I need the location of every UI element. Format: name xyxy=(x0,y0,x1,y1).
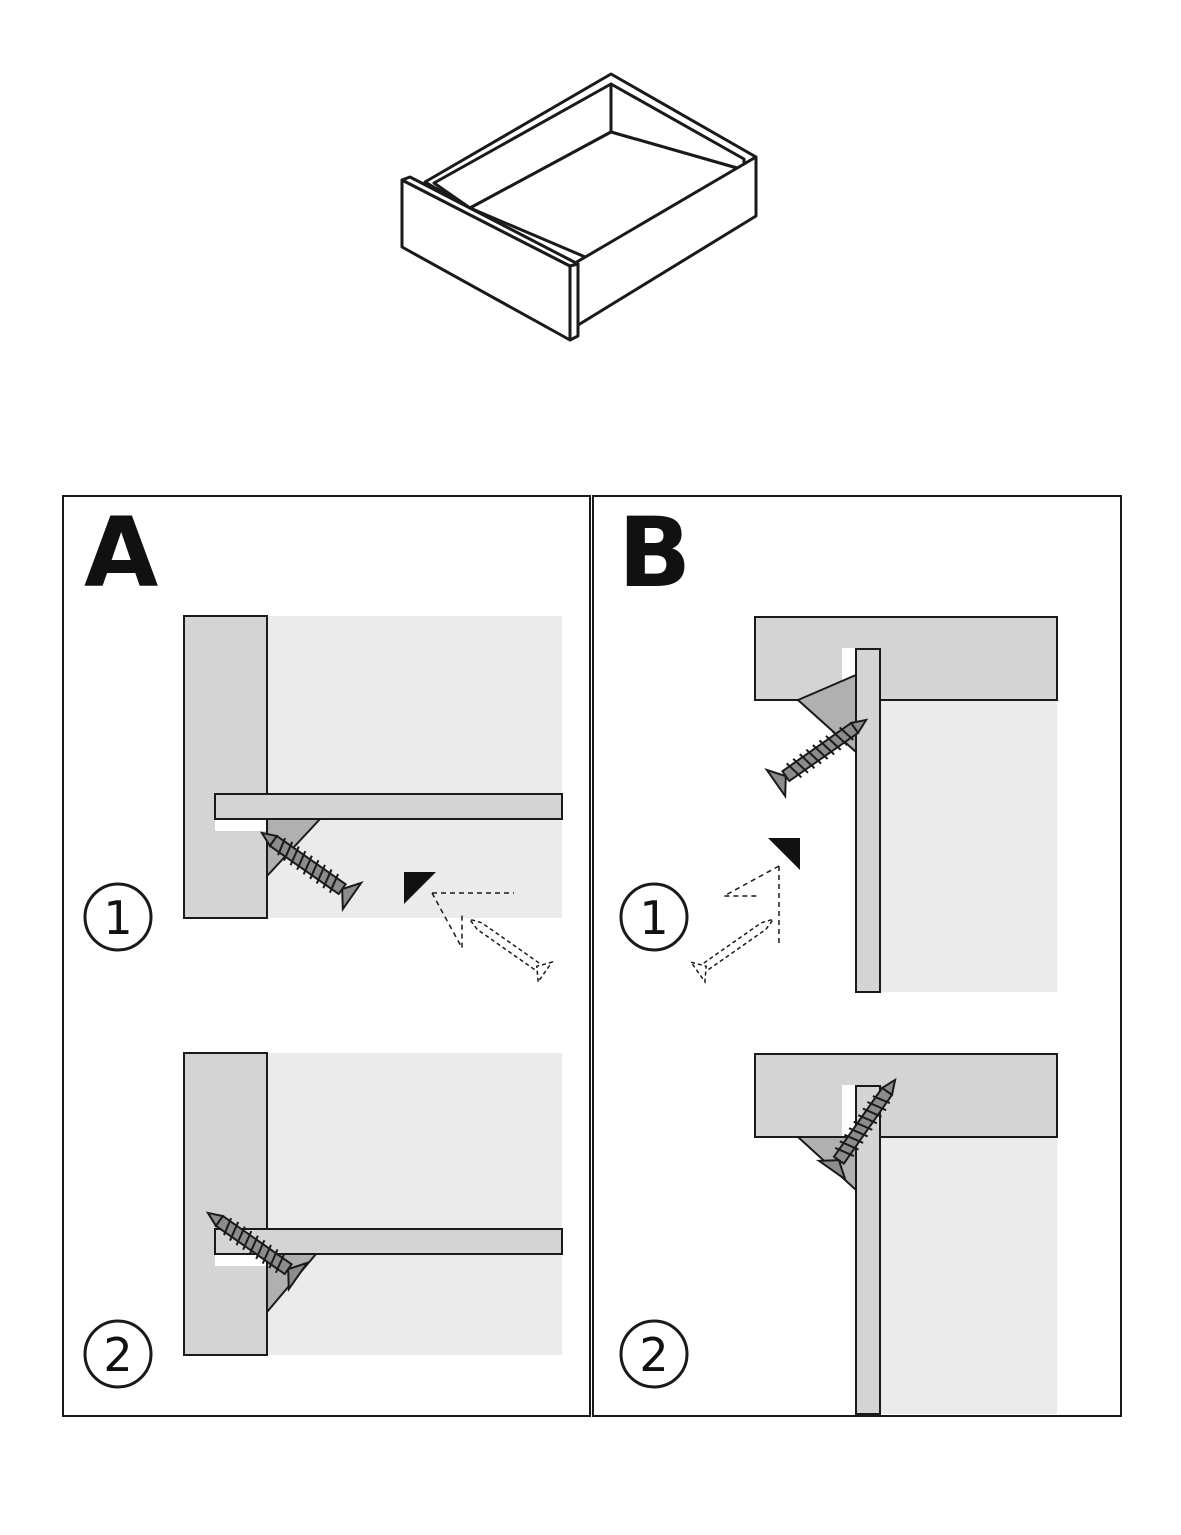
ghost-bracket xyxy=(431,892,514,949)
panel-a-step-2: 2 xyxy=(83,1052,563,1389)
step-number: 1 xyxy=(103,891,132,945)
panel-b-step-1: 1 xyxy=(619,616,1058,993)
side-board xyxy=(267,1053,562,1355)
step-circle xyxy=(83,1319,153,1389)
ghost-screw-icon xyxy=(690,908,781,983)
panel-b-letter: B xyxy=(618,497,691,609)
top-board xyxy=(754,1053,1058,1138)
front-post xyxy=(183,1052,268,1356)
white-gap xyxy=(215,819,267,831)
step-circle xyxy=(619,882,689,952)
ghost-bracket xyxy=(723,865,780,946)
step-circle xyxy=(619,1319,689,1389)
panel-b-frame xyxy=(592,495,1122,1417)
ghost-screw-icon xyxy=(462,908,553,983)
vertical-board xyxy=(855,648,881,993)
drawer-icon xyxy=(400,72,758,342)
panel-a-frame xyxy=(62,495,591,1417)
direction-arrow-icon xyxy=(768,838,800,870)
step-circle xyxy=(83,882,153,952)
side-board xyxy=(880,1137,1057,1414)
side-board xyxy=(880,700,1057,992)
front-post xyxy=(183,615,268,919)
white-gap xyxy=(842,1085,856,1137)
direction-arrow-icon xyxy=(404,872,436,904)
panel-b-step-2: 2 xyxy=(619,1053,1058,1415)
shelf-board xyxy=(214,793,563,820)
step-number: 2 xyxy=(103,1328,132,1382)
white-gap xyxy=(215,1254,267,1266)
step-number: 1 xyxy=(639,891,668,945)
panel-a-step-1: 1 xyxy=(83,615,563,983)
panel-a-letter: A xyxy=(84,497,158,609)
step-number: 2 xyxy=(639,1328,668,1382)
top-board xyxy=(754,616,1058,701)
